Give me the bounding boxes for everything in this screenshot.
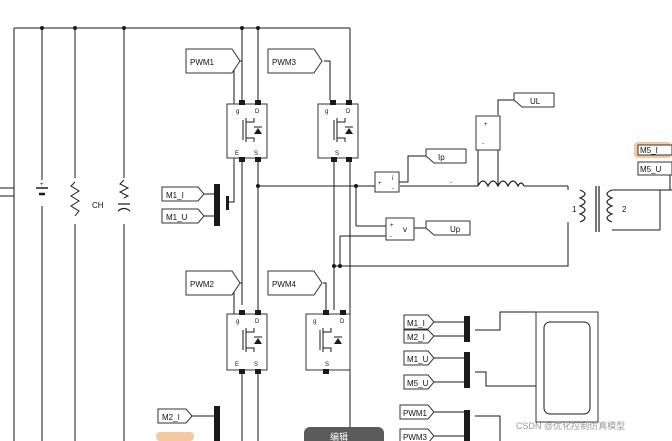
from-tag-bottom-partial[interactable] xyxy=(156,432,194,441)
goto-ul-label: UL xyxy=(530,97,541,106)
mosfet-q1[interactable]: g D E S xyxy=(226,100,268,162)
goto-tag-m5-i-right[interactable]: M5_I xyxy=(634,142,672,158)
scope-from-m1-i-label: M1_I xyxy=(407,319,425,328)
q4-drain-pin: D xyxy=(340,319,345,325)
voltmeter-sign: v xyxy=(403,225,407,234)
from-tag-m1-u[interactable]: M1_U xyxy=(161,208,205,224)
scope-from-m2-i-label: M2_I xyxy=(407,333,425,342)
q3-gate-pin: g xyxy=(325,109,328,115)
scope-from-m2-i[interactable]: M2_I xyxy=(403,329,435,344)
q2-drain-pin: D xyxy=(255,319,260,325)
scope-block[interactable] xyxy=(535,311,599,423)
ul-meter-minus: - xyxy=(482,141,484,147)
goto-tag-pwm4[interactable]: PWM4 xyxy=(267,270,323,296)
bus-bars xyxy=(214,184,470,441)
current-measurement-block[interactable]: + i - xyxy=(374,171,400,193)
scope-from-pwm1-label: PWM1 xyxy=(403,409,428,418)
csdn-watermark: CSDN @优化控制仿真模型 xyxy=(516,420,625,431)
scope-from-m5-u-label: M5_U xyxy=(407,379,429,388)
voltage-measurement-block[interactable]: + - v xyxy=(385,217,415,241)
goto-tag-pwm1[interactable]: PWM1 xyxy=(185,48,241,74)
goto-tag-pwm3[interactable]: PWM3 xyxy=(267,48,323,74)
q3-drain-pin: D xyxy=(346,109,351,115)
q3-source-pin: S xyxy=(335,151,339,157)
ammeter-plus: + xyxy=(378,181,382,187)
mosfet-q4[interactable]: g D S xyxy=(305,310,351,374)
q1-gate-pin: g xyxy=(236,109,239,115)
q4-gate-pin: g xyxy=(313,319,316,325)
capacitor-name-label: CH xyxy=(92,201,104,210)
inductor[interactable]: - xyxy=(450,180,525,188)
goto-tag-ip[interactable]: Ip xyxy=(425,148,467,164)
mosfet-q3[interactable]: g D S xyxy=(317,100,359,162)
junction-dots xyxy=(40,26,358,268)
dc-plus-label: + xyxy=(40,182,44,188)
goto-tag-ul[interactable]: UL xyxy=(513,92,555,108)
voltmeter-minus: - xyxy=(390,234,392,240)
goto-m5-u-label: M5_U xyxy=(640,165,662,174)
rc-branch[interactable] xyxy=(117,178,131,224)
scope-from-pwm3[interactable]: PWM3 xyxy=(399,428,435,441)
from-m1-i-label: M1_I xyxy=(166,191,184,200)
scope-from-m1-i[interactable]: M1_I xyxy=(403,314,435,330)
q2-source-pin: S xyxy=(254,362,258,368)
scope-from-pwm3-label: PWM3 xyxy=(403,433,428,441)
from-tag-m2-i[interactable]: M2_I xyxy=(157,408,193,424)
q1-drain-pin: D xyxy=(255,109,260,115)
goto-pwm1-label: PWM1 xyxy=(190,58,215,67)
edit-button-label: 编辑 xyxy=(330,431,348,441)
from-tag-m1-i[interactable]: M1_I xyxy=(161,186,205,202)
resistor-left[interactable] xyxy=(69,178,81,224)
goto-pwm2-label: PWM2 xyxy=(190,280,215,289)
q1-emitter-pin: E xyxy=(235,151,239,157)
q2-gate-pin: g xyxy=(236,319,239,325)
transformer[interactable]: 1 2 xyxy=(572,186,627,232)
goto-tag-up[interactable]: Up xyxy=(425,220,471,236)
goto-tag-m5-u-right[interactable]: M5_U xyxy=(637,161,672,176)
from-m1-u-label: M1_U xyxy=(166,213,188,222)
ul-meter-plus: + xyxy=(484,122,488,128)
goto-m5-i-label: M5_I xyxy=(640,146,658,155)
transformer-primary-label: 1 xyxy=(572,205,577,214)
goto-up-label: Up xyxy=(450,225,461,234)
from-m2-i-label: M2_I xyxy=(162,413,180,422)
goto-ip-label: Ip xyxy=(438,153,445,162)
wires xyxy=(0,27,672,441)
goto-tag-pwm2[interactable]: PWM2 xyxy=(185,270,241,296)
scope-from-m1-u-label: M1_U xyxy=(407,355,429,364)
q2-emitter-pin: E xyxy=(235,362,239,368)
q1-source-pin: S xyxy=(254,151,258,157)
ammeter-sign: i xyxy=(392,176,393,182)
inductor-minus: - xyxy=(450,180,452,186)
goto-pwm4-label: PWM4 xyxy=(272,280,297,289)
mosfet-q2[interactable]: g D E S xyxy=(226,310,268,374)
ammeter-minus: - xyxy=(392,186,394,192)
q4-source-pin: S xyxy=(325,362,329,368)
edit-button[interactable]: 编辑 xyxy=(304,427,384,441)
scope-from-pwm1[interactable]: PWM1 xyxy=(399,404,435,420)
scope-from-m5-u[interactable]: M5_U xyxy=(403,374,435,390)
scope-from-m1-u[interactable]: M1_U xyxy=(403,350,435,366)
voltmeter-plus: + xyxy=(390,223,394,229)
goto-pwm3-label: PWM3 xyxy=(272,58,297,67)
dc-voltage-source[interactable]: + xyxy=(36,180,48,206)
transformer-secondary-label: 2 xyxy=(622,205,627,214)
inductor-voltage-block[interactable]: + - xyxy=(475,115,501,151)
